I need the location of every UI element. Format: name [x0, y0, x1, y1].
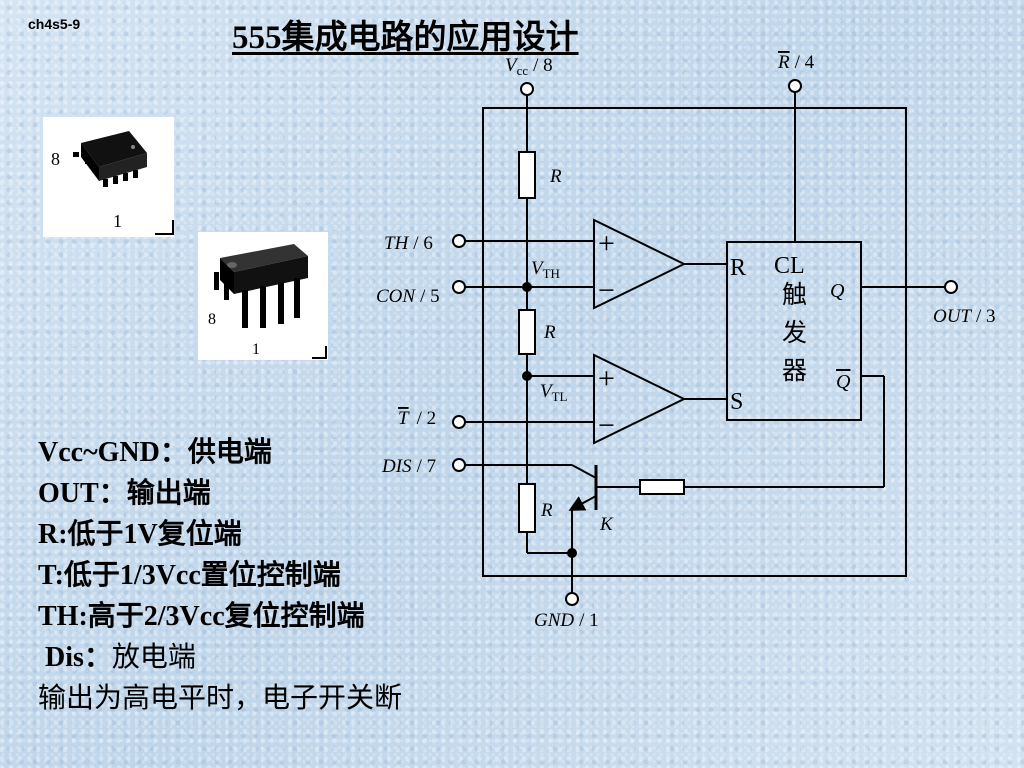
- comp2-minus: −: [598, 409, 615, 442]
- note-trigger: T:低于1/3Vcc置位控制端: [38, 560, 341, 591]
- pin-terminal-vcc: [520, 82, 534, 96]
- comp1-plus: +: [598, 227, 615, 260]
- note-vcc-gnd: Vcc~GND：供电端: [38, 437, 272, 468]
- ff-char-3: 器: [782, 358, 807, 385]
- resistor-bottom: [518, 483, 536, 533]
- ff-input-r: R: [730, 255, 746, 281]
- pin-label-trig: T/ 2: [398, 408, 436, 429]
- comparator-lower: [593, 353, 687, 445]
- soic-pin1-label: 1: [113, 211, 122, 231]
- comparator-upper: [593, 218, 687, 310]
- pin-terminal-con: [452, 280, 466, 294]
- comp1-minus: −: [598, 274, 615, 307]
- pin-label-gnd: GND/ 1: [534, 610, 599, 631]
- slide-title: 555集成电路的应用设计: [232, 20, 579, 56]
- resistor-middle: [518, 309, 536, 355]
- label-resistor-top: R: [549, 166, 562, 187]
- slide-id: ch4s5-9: [28, 16, 81, 32]
- pin-label-th: TH/ 6: [384, 233, 433, 254]
- pin-terminal-dis: [452, 458, 466, 472]
- pin-description-notes: Vcc~GND：供电端 OUT：输出端 R:低于1V复位端 T:低于1/3Vcc…: [38, 432, 402, 719]
- pin-label-dis: DIS/ 7: [381, 456, 436, 477]
- resistor-base: [639, 479, 685, 495]
- pin-terminal-th: [452, 234, 466, 248]
- ff-char-1: 触: [782, 281, 807, 309]
- dip-chip-icon: [214, 244, 308, 328]
- label-resistor-bottom: R: [540, 500, 553, 521]
- label-vtl: VTL: [540, 381, 568, 404]
- pin-terminal-out: [944, 280, 958, 294]
- ff-clear-cl: CL: [774, 253, 805, 279]
- dip-chip-photo: 8 1: [198, 232, 328, 360]
- soic-pin8-label: 8: [51, 149, 60, 169]
- flip-flop-box: [726, 241, 862, 421]
- soic-chip-icon: [73, 131, 147, 187]
- comp2-plus: +: [598, 362, 615, 395]
- note-out: OUT：输出端: [38, 478, 211, 509]
- ff-char-2: 发: [782, 319, 807, 347]
- pin-terminal-trig: [452, 415, 466, 429]
- pin-label-reset: R/ 4: [777, 52, 815, 73]
- pin-label-out: OUT/ 3: [933, 306, 996, 327]
- dip-pin8-label: 8: [208, 311, 216, 328]
- chip-outline: [482, 107, 907, 577]
- label-vth: VTH: [531, 258, 560, 281]
- label-resistor-middle: R: [543, 322, 556, 343]
- pin-label-vcc: Vcc/ 8: [505, 55, 553, 78]
- ff-output-qbar: Q: [836, 371, 851, 393]
- pin-terminal-reset: [788, 79, 802, 93]
- note-threshold: TH:高于2/3Vcc复位控制端: [38, 601, 365, 632]
- note-discharge: Dis：放电端: [38, 642, 196, 673]
- note-reset: R:低于1V复位端: [38, 519, 242, 550]
- dip-pin1-label: 1: [252, 341, 260, 358]
- note-switch: 输出为高电平时，电子开关断: [38, 683, 403, 714]
- resistor-top: [518, 151, 536, 199]
- ff-input-s: S: [730, 389, 743, 415]
- soic-chip-photo: 8 1: [43, 117, 174, 237]
- ff-output-q: Q: [830, 280, 845, 302]
- label-switch-k: K: [599, 514, 614, 535]
- pin-label-con: CON/ 5: [376, 286, 440, 307]
- pin-terminal-gnd: [565, 592, 579, 606]
